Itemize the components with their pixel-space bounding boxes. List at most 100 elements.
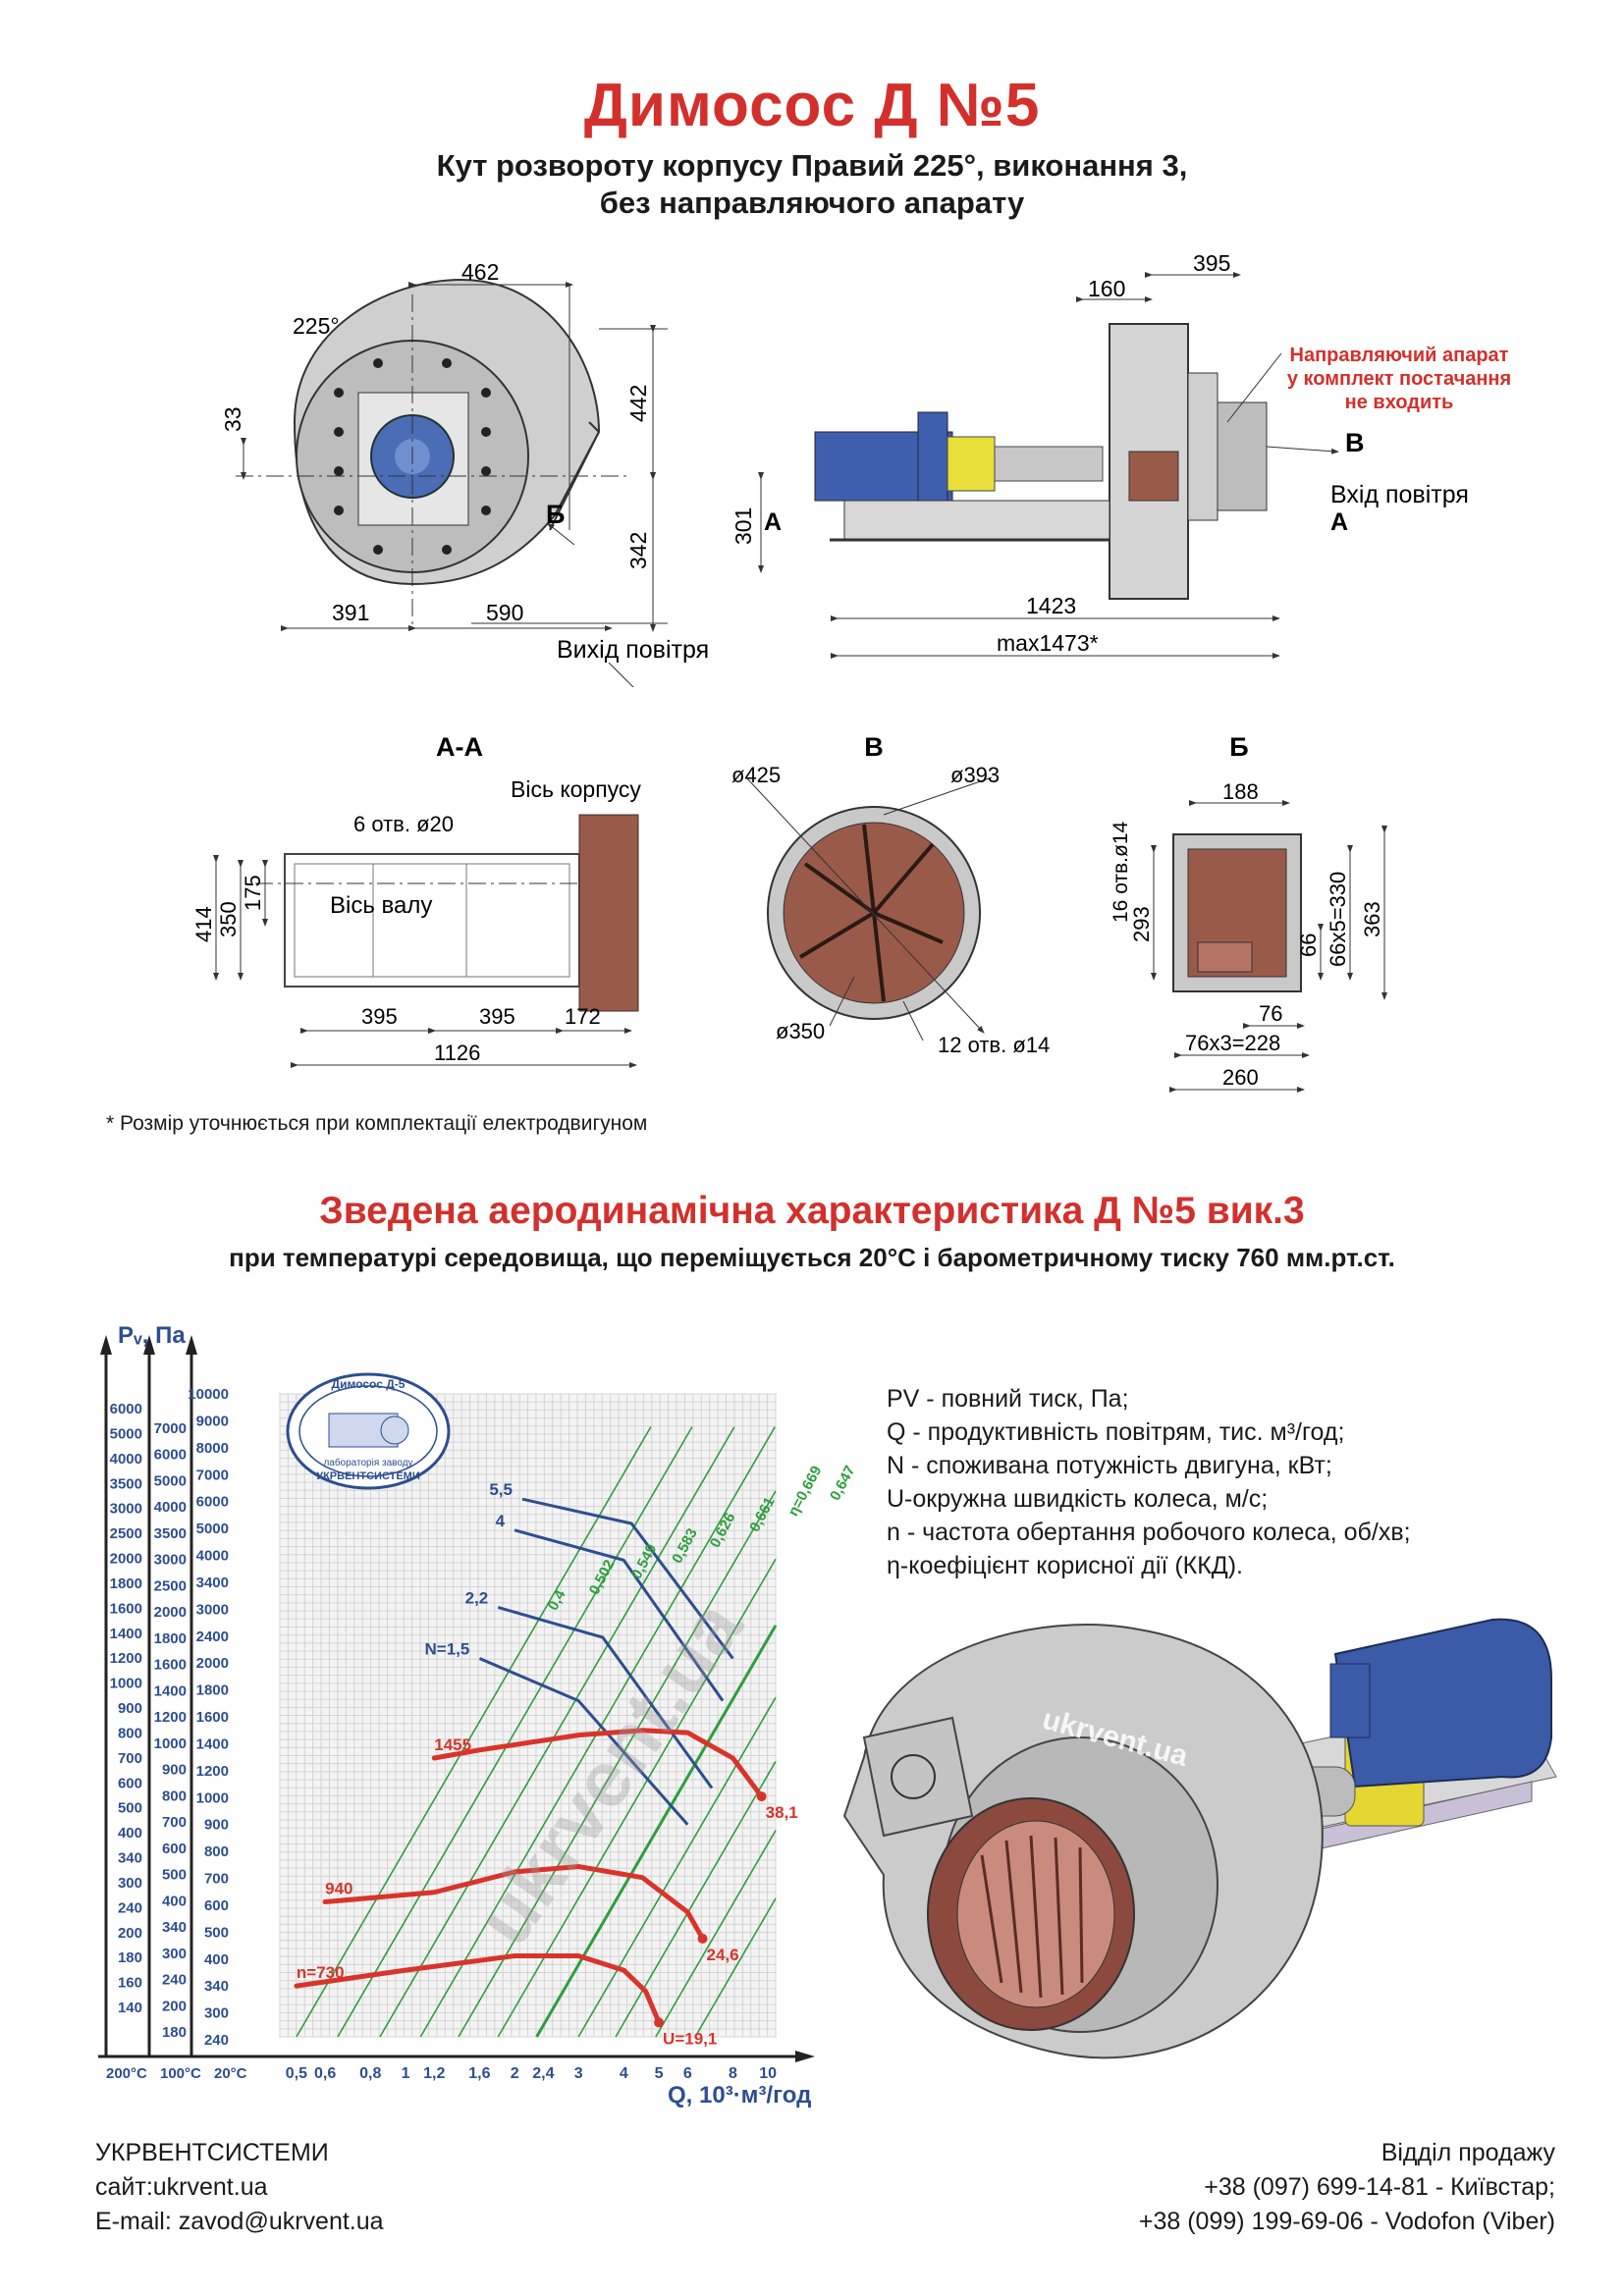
section-subtitle: при температурі середовища, що переміщує… <box>229 1243 1395 1272</box>
y-tick-label: 400 <box>118 1825 142 1842</box>
side-view-drawing: 395 160 301 1423 max1473* А А В Вхід пов… <box>731 250 1511 659</box>
page-subtitle-2: без направляючого апарату <box>599 186 1025 220</box>
y-axis-arrow <box>143 1335 155 1355</box>
y-tick-label: 5000 <box>110 1425 142 1442</box>
dim-v-350: ø350 <box>776 1019 825 1043</box>
dim-aa-350: 350 <box>216 901 241 937</box>
y-tick-label: 5000 <box>154 1472 187 1489</box>
x-tick-label: 0,8 <box>359 2065 381 2082</box>
x-tick-label: 0,5 <box>286 2065 307 2082</box>
y-tick-label: 500 <box>204 1924 229 1941</box>
dim-side-160: 160 <box>1088 276 1125 301</box>
y-tick-label: 1400 <box>196 1735 229 1752</box>
y-tick-label: 340 <box>204 1978 229 1995</box>
nameplate: Димосос Д-5 лабораторія заводу УКРВЕНТСИ… <box>286 1372 451 1490</box>
footer-phone-1[interactable]: +38 (097) 699-14-81 - Київстар; <box>1204 2173 1555 2201</box>
label-inlet: Вхід повітря <box>1330 481 1469 508</box>
x-axis-temp-label: 100°С <box>160 2065 201 2082</box>
footer-company: УКРВЕНТСИСТЕМИ <box>95 2139 329 2166</box>
front-view-drawing: 225° 462 33 442 342 391 590 Б Вихід пові… <box>220 259 709 687</box>
y-tick-label: 4000 <box>154 1499 187 1516</box>
nameplate-top: Димосос Д-5 <box>332 1377 406 1391</box>
x-tick-label: 2 <box>511 2065 519 2082</box>
efficiency-line <box>535 1625 778 2038</box>
y-tick-label: 900 <box>162 1762 187 1779</box>
dim-b-holes: 16 отв.ø14 <box>1110 821 1132 923</box>
y-tick-label: 1400 <box>154 1682 187 1699</box>
y-tick-label: 160 <box>118 1975 142 1992</box>
note-guide-apparatus-3: не входить <box>1345 392 1454 413</box>
x-tick-label: 0,6 <box>314 2065 336 2082</box>
y-tick-label: 3400 <box>196 1575 229 1591</box>
dim-front-342: 342 <box>625 532 651 569</box>
footer-email[interactable]: E-mail: zavod@ukrvent.ua <box>95 2208 384 2235</box>
dim-b-76x3: 76x3=228 <box>1185 1031 1280 1055</box>
x-tick-label: 1 <box>402 2065 410 2082</box>
section-b-title: Б <box>1229 732 1248 762</box>
speed-curve-end-label: 24,6 <box>707 1946 739 1964</box>
section-aa-axis-shaft: Вісь валу <box>330 892 432 919</box>
y-tick-label: 340 <box>162 1919 187 1936</box>
legend-eta: η-коефіцієнт корисної дії (ККД). <box>887 1552 1243 1579</box>
y-tick-label: 240 <box>162 1972 187 1989</box>
section-title: Зведена аеродинамічна характеристика Д №… <box>319 1190 1305 1232</box>
y-tick-label: 1200 <box>196 1763 229 1780</box>
power-curve-label: N=1,5 <box>425 1639 470 1658</box>
y-tick-label: 1000 <box>110 1676 142 1692</box>
dim-b-76: 76 <box>1259 1001 1282 1026</box>
footer-phone-2[interactable]: +38 (099) 199-69-06 - Vodofon (Viber) <box>1138 2208 1555 2235</box>
speed-curve-end-label: 38,1 <box>766 1803 798 1822</box>
section-aa-title: А-А <box>436 732 483 762</box>
x-axis-temp-label: 200°С <box>106 2065 147 2082</box>
footnote: * Розмір уточнюється при комплектації ел… <box>106 1112 648 1135</box>
section-b: Б 188 16 отв.ø14 293 66 66x5=330 363 76 … <box>1110 732 1387 1093</box>
dim-b-363: 363 <box>1360 901 1384 937</box>
footer-site[interactable]: сайт:ukrvent.ua <box>95 2173 268 2201</box>
dim-side-max: max1473* <box>997 630 1099 656</box>
y-tick-label: 5000 <box>196 1521 229 1537</box>
y-tick-label: 800 <box>162 1788 187 1804</box>
y-tick-label: 1000 <box>154 1735 187 1752</box>
y-tick-label: 1400 <box>110 1626 142 1642</box>
y-tick-label: 800 <box>204 1843 229 1860</box>
power-curve-label: 2,2 <box>465 1589 489 1608</box>
page-title: Димосос Д №5 <box>583 72 1041 139</box>
y-tick-label: 3500 <box>154 1525 187 1542</box>
y-tick-label: 140 <box>118 2000 142 2016</box>
speed-curve-end <box>654 2017 665 2028</box>
label-side-v: В <box>1345 428 1365 457</box>
x-tick-label: 8 <box>729 2065 737 2082</box>
technical-drawings-sections: А-А Вісь корпусу 6 отв. ø20 Вісь валу 41… <box>191 732 1387 1093</box>
legend-n: N - споживана потужність двигуна, кВт; <box>887 1452 1332 1479</box>
y-tick-label: 2400 <box>196 1629 229 1645</box>
y-tick-label: 2000 <box>196 1655 229 1672</box>
dim-v-393: ø393 <box>950 763 1000 787</box>
speed-curve <box>431 1728 765 1799</box>
legend-u: U-окружна швидкість колеса, м/с; <box>887 1485 1269 1513</box>
speed-curve-end-label: U=19,1 <box>663 2029 717 2048</box>
dim-side-1423: 1423 <box>1026 593 1076 618</box>
footer-right: Відділ продажу +38 (097) 699-14-81 - Киї… <box>1139 2136 1555 2239</box>
y-axis-ticks: 6000500040003500300025002000180016001400… <box>98 1335 815 2062</box>
x-tick-label: 1,2 <box>423 2065 445 2082</box>
efficiency-line <box>379 1426 735 2038</box>
y-tick-label: 700 <box>162 1814 187 1831</box>
efficiency-line <box>655 1830 777 2038</box>
dim-front-590: 590 <box>486 600 523 625</box>
x-axis-label: Q, 10³·м³/год <box>668 2082 811 2109</box>
nameplate-middle: лабораторія заводу <box>323 1457 412 1468</box>
section-aa-holes: 6 отв. ø20 <box>353 812 454 836</box>
y-tick-label: 6000 <box>196 1494 229 1511</box>
y-tick-label: 340 <box>118 1850 142 1867</box>
y-tick-label: 180 <box>118 1949 142 1966</box>
dim-v-holes: 12 отв. ø14 <box>938 1033 1050 1057</box>
x-axis-arrow <box>795 2051 815 2062</box>
y-tick-label: 6000 <box>110 1401 142 1417</box>
dim-b-66: 66 <box>1296 934 1321 957</box>
y-tick-label: 1200 <box>154 1709 187 1726</box>
x-tick-label: 10 <box>759 2065 777 2082</box>
y-tick-label: 3000 <box>154 1552 187 1569</box>
efficiency-line <box>296 1426 652 2038</box>
